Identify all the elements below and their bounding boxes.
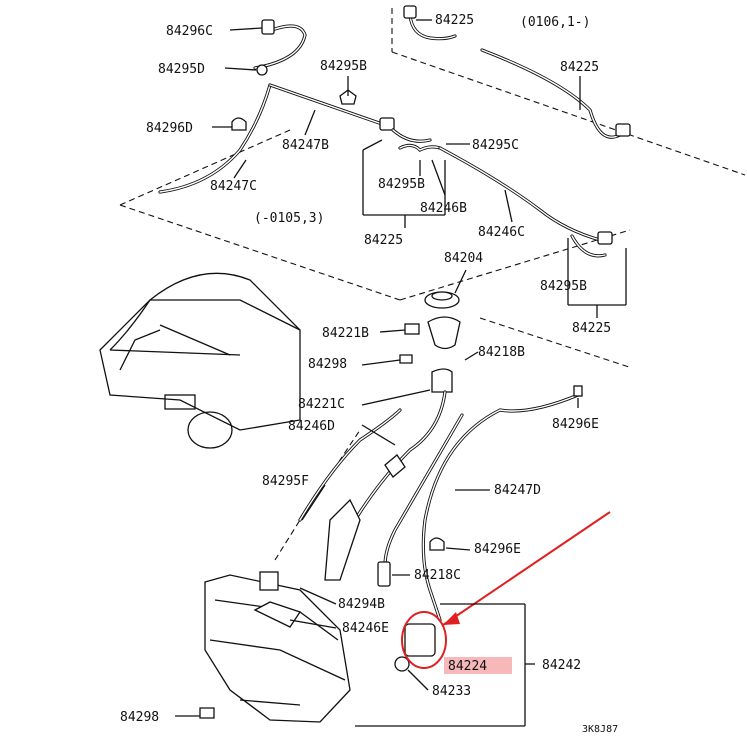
nozzle-84225-top-right [615,123,631,137]
label-84221C[interactable]: 84221C [298,397,345,412]
bolt-84298 [399,354,413,364]
label-84246E[interactable]: 84246E [342,621,389,636]
label-84221B[interactable]: 84221B [322,326,369,341]
label-84225-lower[interactable]: 84225 [572,321,611,336]
clip-84296D [231,117,247,131]
nozzle-84225-right [597,231,613,245]
hose-84221C [431,368,453,393]
label-84298-mid[interactable]: 84298 [308,357,347,372]
label-84246C[interactable]: 84246C [478,225,525,240]
nozzle-84225-top [403,5,417,19]
label-84204[interactable]: 84204 [444,251,483,266]
label-84295F[interactable]: 84295F [262,474,309,489]
label-84242[interactable]: 84242 [542,658,581,673]
label-84225-top[interactable]: 84225 [435,13,474,28]
label-84298-bottom[interactable]: 84298 [120,710,159,725]
label-84294B[interactable]: 84294B [338,597,385,612]
clip-84296E [573,385,583,397]
label-84233[interactable]: 84233 [432,684,471,699]
range-late: (0106,1-) [520,15,590,30]
label-84246D[interactable]: 84246D [288,419,335,434]
label-84295C[interactable]: 84295C [472,138,519,153]
filter-84218C [377,561,391,587]
label-84224[interactable]: 84224 [448,659,487,674]
label-84295B-mid[interactable]: 84295B [378,177,425,192]
label-84296C[interactable]: 84296C [166,24,213,39]
bracket-84242 [355,603,535,727]
bracket-84225-lower [567,238,627,318]
label-84218B[interactable]: 84218B [478,345,525,360]
callout-arrow [442,511,611,626]
label-84296E-lower[interactable]: 84296E [474,542,521,557]
label-84225-mid[interactable]: 84225 [364,233,403,248]
nozzle-84296C [261,19,275,35]
grommet-84233 [394,656,410,672]
clip-84296E-lower [429,537,445,551]
dashed-frames [119,8,746,561]
upper-hose-assembly [158,5,631,258]
label-84247C[interactable]: 84247C [210,179,257,194]
car-outline [99,272,301,449]
joint-84295D [256,64,268,76]
arrow-head [443,612,460,625]
label-84246B[interactable]: 84246B [420,201,467,216]
label-84225-right[interactable]: 84225 [560,60,599,75]
label-84295B-right[interactable]: 84295B [540,279,587,294]
part-labels: 84296C 84295D 84295B 84296D 84247B 84247… [120,13,618,735]
highlight-84224 [444,657,512,674]
pump-84224[interactable] [404,623,436,657]
label-84218C[interactable]: 84218C [414,568,461,583]
bracket-84221B [404,323,420,335]
label-84247B[interactable]: 84247B [282,138,329,153]
filler-assembly [298,291,583,622]
diagram-code: 3K8J87 [582,724,618,735]
washer-tank-84242 [199,571,436,723]
label-84296D[interactable]: 84296D [146,121,193,136]
leader-lines [175,19,581,717]
label-84296E-right[interactable]: 84296E [552,417,599,432]
label-84247D[interactable]: 84247D [494,483,541,498]
range-early: (-0105,3) [254,211,324,226]
clip-84295B [339,89,357,105]
highlight-circle [401,611,447,669]
label-84295B-top[interactable]: 84295B [320,59,367,74]
nozzle-84225-mid [379,117,395,131]
filler-neck-84221B [427,316,461,350]
bracket-84225-mid [362,139,446,228]
label-84295D[interactable]: 84295D [158,62,205,77]
bolt-84298-bottom [199,707,215,719]
